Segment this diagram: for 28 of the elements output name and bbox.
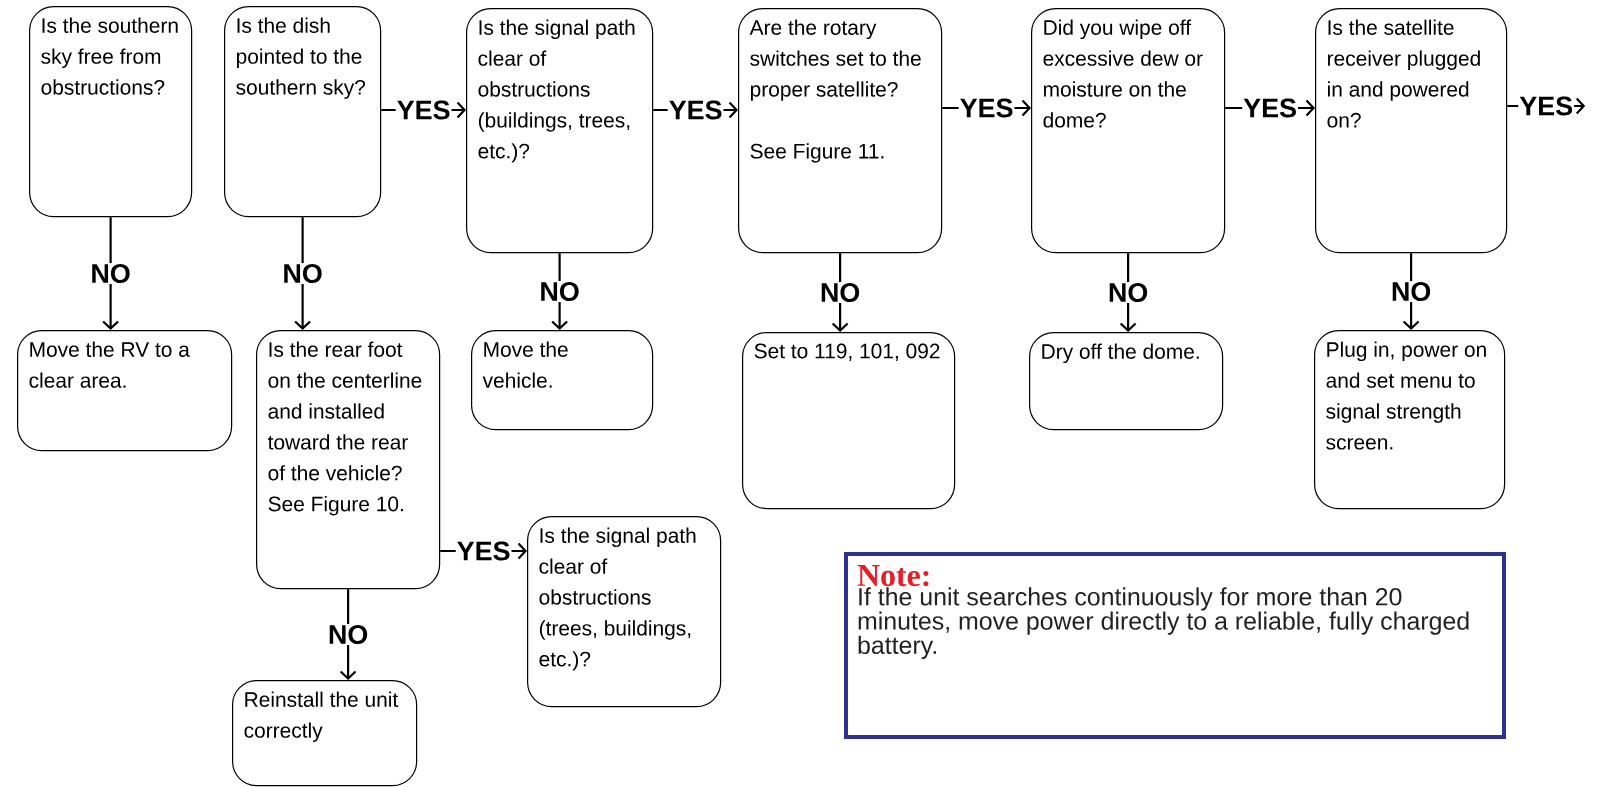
edge-label: NO <box>538 281 581 303</box>
edge-label: NO <box>818 282 862 304</box>
question-box: Is the signal path clear of obstructions (trees, buildings, etc.)? <box>527 516 722 708</box>
action-box: Move the vehicle. <box>471 330 654 431</box>
question-box: Is the dish pointed to the southern sky? <box>224 6 382 218</box>
edge-label: YES <box>395 99 452 121</box>
edge-label: NO <box>326 624 370 646</box>
question-box: Is the signal path clear of obstructions (buildings, trees, etc.)? <box>466 8 654 254</box>
edge-label: NO <box>89 263 132 285</box>
edge-label: NO <box>1389 281 1433 303</box>
edge-label: YES <box>958 97 1015 119</box>
question-box: Is the rear foot on the centerline and installed toward the rear of the vehicle? See Figure 10. <box>256 330 441 590</box>
edge-label: NO <box>1106 282 1150 304</box>
action-box: Move the RV to a clear area. <box>17 330 233 452</box>
note-box: Note: If the unit searches continuously for more than 20 minutes, move power directly to a reliable, fully charged battery. <box>844 552 1506 739</box>
action-box: Dry off the dome. <box>1029 332 1224 431</box>
edge-label: YES <box>667 99 724 121</box>
edge-label: NO <box>281 263 324 285</box>
question-box: Are the rotary switches set to the proper satellite? See Figure 11. <box>738 8 943 254</box>
question-box: Is the satellite receiver plugged in and powered on? <box>1315 8 1508 254</box>
question-box: Is the southern sky free from obstructions? <box>29 6 193 218</box>
question-box: Did you wipe off excessive dew or moisture on the dome? <box>1031 8 1226 254</box>
action-box: Set to 119, 101, 092 <box>742 332 956 510</box>
edge-label: YES <box>1518 95 1575 117</box>
action-box: Reinstall the unit correctly <box>232 680 418 787</box>
edge-label: YES <box>1242 97 1298 119</box>
edge-label: YES <box>455 540 512 562</box>
action-box: Plug in, power on and set menu to signal strength screen. <box>1314 330 1506 510</box>
